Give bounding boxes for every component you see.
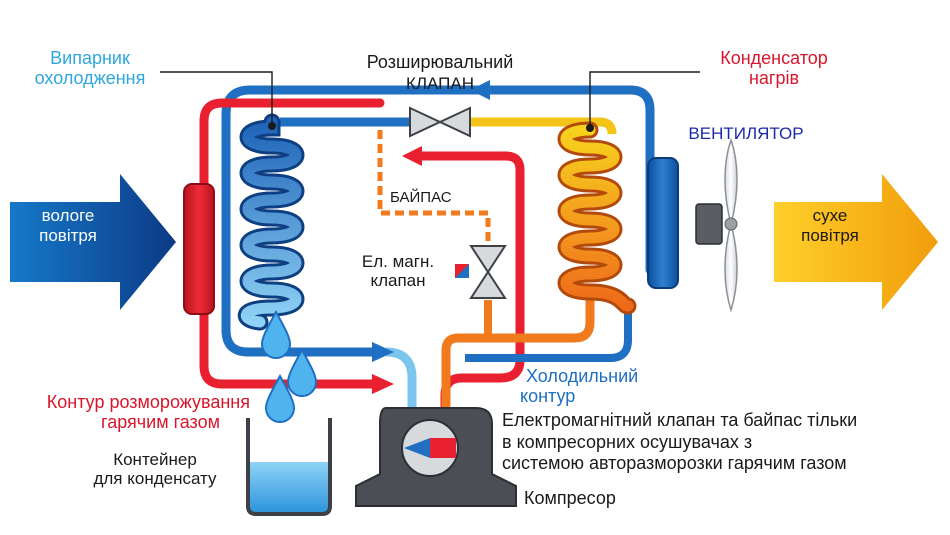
defrost-circuit-label: Контур розморожування гарячим газом <box>0 392 250 432</box>
system-note-line3: системою авторазморозки гарячим газом <box>502 453 847 474</box>
cold-circuit-label-line1: Холодильний <box>526 366 639 386</box>
humid-air-arrow <box>10 174 176 310</box>
humid-air-label: вологе повітря <box>16 206 120 245</box>
condenser-panel <box>647 157 679 289</box>
dry-air-arrow <box>774 174 938 310</box>
expansion-valve-label-line1: Розширювальний <box>366 52 514 72</box>
cold-return-pipe <box>221 80 655 408</box>
compressor-label: Компресор <box>524 488 616 508</box>
bypass-label: БАЙПАС <box>390 189 452 206</box>
container-label-line1: Контейнер <box>113 450 197 469</box>
dry-air-label-line2: повітря <box>801 225 859 245</box>
evaporator-coil <box>237 113 305 331</box>
dry-air-label-line1: сухе <box>812 206 848 225</box>
humid-air-label-line1: вологе <box>41 206 95 225</box>
condenser-coil <box>557 121 637 315</box>
solenoid-label-line1: Ел. магн. <box>361 252 435 271</box>
fan-icon <box>695 137 738 313</box>
humid-air-label-line2: повітря <box>39 225 97 245</box>
evaporator-label: Випарник охолодження <box>20 48 160 88</box>
defrost-circuit-label-line2: гарячим газом <box>101 412 220 433</box>
cold-circuit-label-line2: контур <box>520 386 576 407</box>
condenser-label-line1: Конденсатор <box>720 48 828 68</box>
fan-label: ВЕНТИЛЯТОР <box>688 124 804 143</box>
dry-air-label: сухе повітря <box>778 206 882 245</box>
system-note-line1: Електромагнітний клапан та байпас тільки <box>502 410 858 430</box>
expansion-valve-label: Розширювальний КЛАПАН <box>334 52 546 93</box>
defrost-circuit-label-line1: Контур розморожування <box>46 392 250 412</box>
condenser-label: Конденсатор нагрів <box>704 48 844 88</box>
cold-circuit-label: Холодильний контур <box>520 366 670 406</box>
compressor <box>355 407 517 507</box>
evaporator-panel <box>183 183 215 315</box>
condensate-drops <box>260 309 318 423</box>
system-note: Електромагнітний клапан та байпас тільки… <box>502 410 942 475</box>
liquid-line <box>465 300 632 362</box>
container-label-line2: для конденсату <box>93 469 217 489</box>
solenoid-label-line2: клапан <box>370 271 426 291</box>
system-note-line2: в компресорних осушувачах з <box>502 431 753 452</box>
solenoid-valve <box>455 245 507 299</box>
expansion-valve <box>409 106 471 138</box>
evaporator-label-line1: Випарник <box>50 48 130 68</box>
condensate-container <box>246 418 332 516</box>
bypass-line <box>377 130 491 246</box>
expansion-valve-label-line2: КЛАПАН <box>405 74 475 94</box>
label-pointers <box>160 71 700 132</box>
evaporator-label-line2: охолодження <box>34 68 146 89</box>
solenoid-label: Ел. магн. клапан <box>350 252 446 290</box>
liquid-to-valve-pipe <box>470 117 617 135</box>
condenser-feed-pipe <box>441 300 595 410</box>
container-label: Контейнер для конденсату <box>70 450 240 488</box>
condenser-label-line2: нагрів <box>748 68 800 89</box>
